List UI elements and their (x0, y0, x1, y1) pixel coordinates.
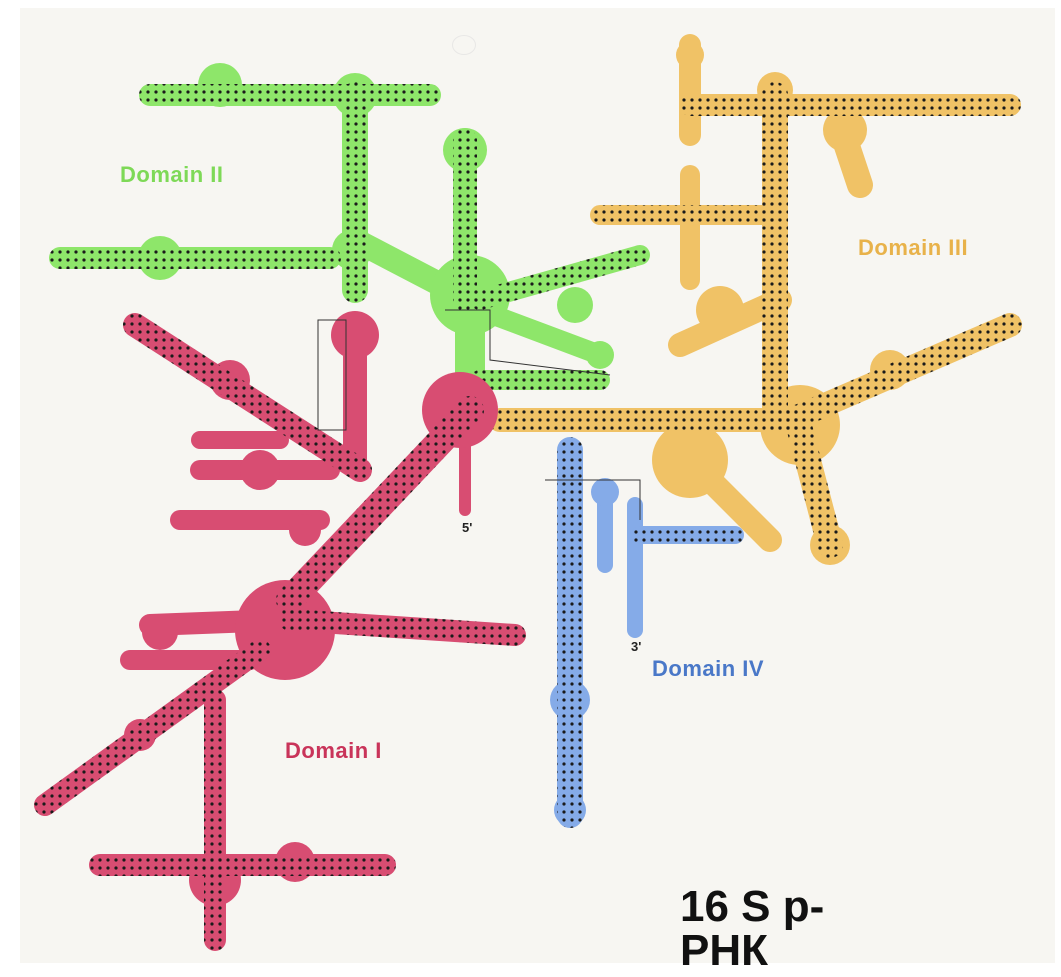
five-prime-end-label: 5' (462, 520, 472, 535)
scratch-mark (452, 35, 476, 55)
domain-iv-structure (550, 450, 735, 826)
three-prime-end-label: 3' (631, 639, 641, 654)
domain-iv-label: Domain IV (652, 656, 764, 682)
caption-line-2: РНК (680, 929, 824, 973)
slide-caption: 16 S р- РНК (680, 885, 824, 973)
domain-iii-label: Domain III (858, 235, 968, 261)
caption-line-1: 16 S р- (680, 885, 824, 929)
domain-i-label: Domain I (285, 738, 382, 764)
domain-ii-label: Domain II (120, 162, 224, 188)
domain-i-structure (45, 311, 515, 940)
